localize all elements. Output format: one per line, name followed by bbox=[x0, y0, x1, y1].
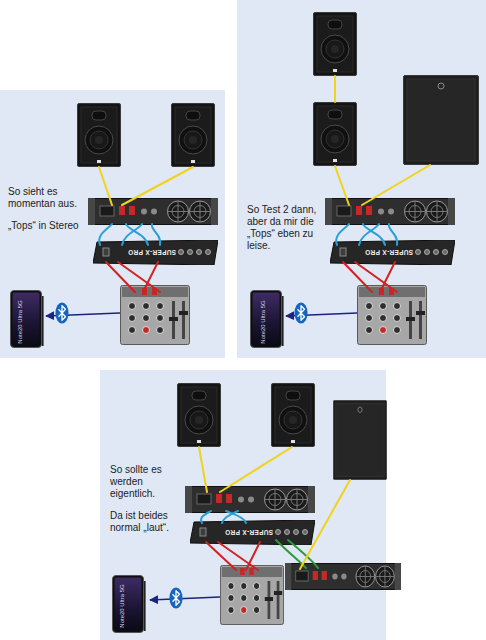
power-amp bbox=[285, 563, 401, 590]
top-speaker bbox=[314, 13, 357, 76]
speaker-cable bbox=[334, 76, 336, 102]
smartphone bbox=[113, 576, 146, 633]
device-label: SUPER-X PRO bbox=[225, 529, 273, 536]
power-amp bbox=[185, 486, 315, 513]
top-speaker bbox=[178, 384, 221, 447]
crossover bbox=[93, 240, 218, 265]
power-amp bbox=[325, 198, 455, 225]
note-text: So sollte es werden eigentlich. bbox=[110, 464, 190, 500]
phone-model-label: Note20 Ultra 5G bbox=[260, 300, 266, 343]
power-amp bbox=[88, 198, 218, 225]
bluetooth-icon bbox=[294, 302, 307, 323]
mixer bbox=[358, 286, 427, 345]
note-text-group: So sieht es momentan aus. „Tops“ in Stere… bbox=[8, 186, 88, 242]
smartphone bbox=[251, 291, 284, 348]
top-speaker bbox=[272, 384, 315, 447]
note-text-group: So Test 2 dann, aber da mir die „Tops“ e… bbox=[247, 204, 331, 262]
note-text: Da ist beides normal „laut“. bbox=[110, 510, 190, 534]
top-speaker bbox=[172, 104, 215, 167]
note-text: So sieht es momentan aus. bbox=[8, 186, 88, 210]
smartphone bbox=[11, 291, 44, 348]
subwoofer bbox=[404, 76, 479, 165]
phone-model-label: Note20 Ultra 5G bbox=[119, 584, 125, 627]
crossover bbox=[190, 520, 315, 545]
top-speaker bbox=[78, 104, 121, 167]
device-label: SUPER-X PRO bbox=[128, 249, 176, 256]
note-text: So Test 2 dann, aber da mir die „Tops“ e… bbox=[247, 204, 331, 252]
mixer bbox=[220, 566, 283, 625]
mixer bbox=[121, 286, 190, 345]
subwoofer bbox=[333, 400, 386, 479]
device-label: SUPER-X PRO bbox=[365, 249, 413, 256]
crossover bbox=[330, 240, 455, 265]
note-text-group: So sollte es werden eigentlich. Da ist be… bbox=[110, 464, 190, 544]
bluetooth-icon bbox=[169, 587, 182, 608]
note-text: „Tops“ in Stereo bbox=[8, 220, 88, 232]
phone-model-label: Note20 Ultra 5G bbox=[17, 300, 23, 343]
top-speaker bbox=[314, 103, 357, 166]
bluetooth-icon bbox=[55, 302, 68, 323]
